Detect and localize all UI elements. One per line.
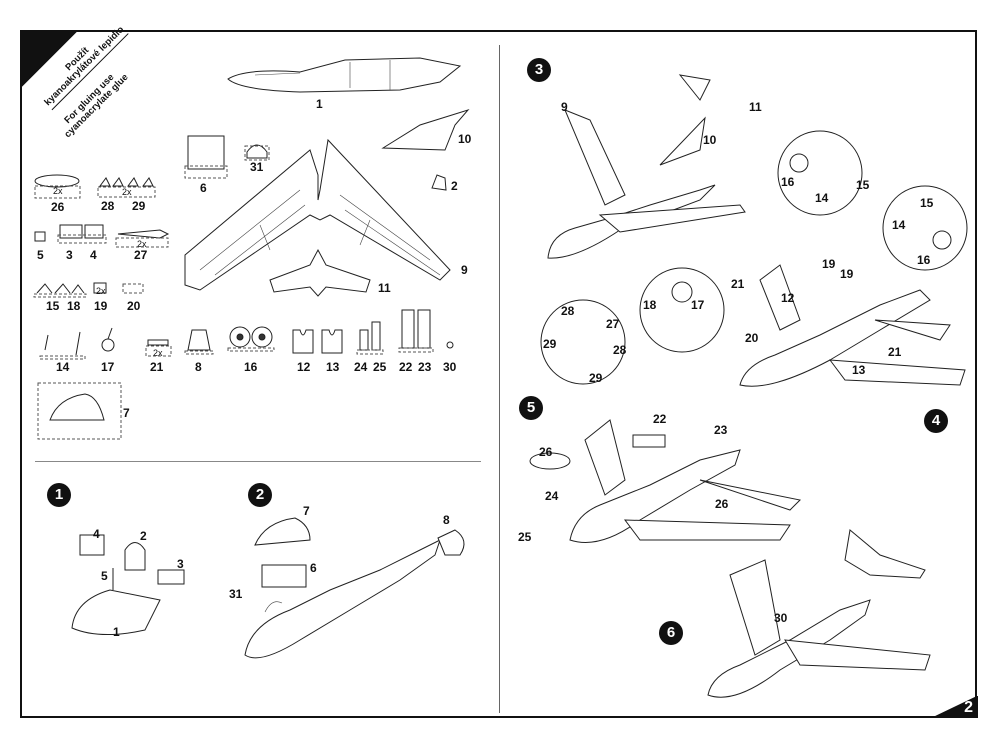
callout-label: 17 xyxy=(691,298,705,312)
part-label-24: 24 xyxy=(354,360,368,374)
part-label-3: 3 xyxy=(66,248,73,262)
callout-label: 24 xyxy=(545,489,559,503)
glue-note-corner xyxy=(20,30,79,89)
callout-label: 19 xyxy=(840,267,854,281)
callout-label: 21 xyxy=(731,277,745,291)
part-label-20: 20 xyxy=(127,299,141,313)
callout-label: 21 xyxy=(888,345,902,359)
part-label-2: 2 xyxy=(451,179,458,193)
part-label-8: 8 xyxy=(195,360,202,374)
part-label-16: 16 xyxy=(244,360,258,374)
callout-label: 22 xyxy=(653,412,667,426)
callout-label: 7 xyxy=(303,504,310,518)
callout-label: 30 xyxy=(774,611,788,625)
section-divider xyxy=(35,461,481,462)
callout-label: 6 xyxy=(310,561,317,575)
callout-label: 18 xyxy=(643,298,657,312)
callout-label: 15 xyxy=(856,178,870,192)
callout-label: 4 xyxy=(93,527,100,541)
callout-label: 31 xyxy=(229,587,243,601)
part-label-17: 17 xyxy=(101,360,115,374)
callout-label: 2 xyxy=(140,529,147,543)
step-marker-6: 6 xyxy=(659,621,683,645)
callout-label: 8 xyxy=(443,513,450,527)
column-divider xyxy=(499,45,500,713)
qty-19: 2x xyxy=(96,286,106,296)
callout-label: 29 xyxy=(543,337,557,351)
callout-label: 15 xyxy=(920,196,934,210)
callout-label: 13 xyxy=(852,363,866,377)
qty-28-29: 2x xyxy=(122,187,132,197)
callout-label: 26 xyxy=(715,497,729,511)
part-label-11: 11 xyxy=(378,281,391,295)
part-label-27: 27 xyxy=(134,248,148,262)
callout-label: 27 xyxy=(606,317,620,331)
callout-label: 26 xyxy=(539,445,553,459)
page-number-corner xyxy=(932,696,978,718)
qty-26: 2x xyxy=(53,186,63,196)
part-label-22: 22 xyxy=(399,360,413,374)
part-label-10: 10 xyxy=(458,132,472,146)
part-label-19: 19 xyxy=(94,299,108,313)
part-label-18: 18 xyxy=(67,299,81,313)
callout-label: 19 xyxy=(822,257,836,271)
part-label-26: 26 xyxy=(51,200,65,214)
part-label-15: 15 xyxy=(46,299,60,313)
part-label-4: 4 xyxy=(90,248,97,262)
callout-label: 10 xyxy=(703,133,717,147)
callout-label: 25 xyxy=(518,530,532,544)
part-label-29: 29 xyxy=(132,199,146,213)
qty-27: 2x xyxy=(137,239,147,249)
callout-label: 16 xyxy=(781,175,795,189)
page-frame xyxy=(20,30,977,718)
callout-label: 12 xyxy=(781,291,795,305)
qty-21: 2x xyxy=(153,348,163,358)
part-label-23: 23 xyxy=(418,360,432,374)
part-label-9: 9 xyxy=(461,263,468,277)
callout-label: 5 xyxy=(101,569,108,583)
callout-label: 23 xyxy=(714,423,728,437)
part-label-21: 21 xyxy=(150,360,164,374)
callout-label: 1 xyxy=(113,625,120,639)
page-number: 2 xyxy=(964,699,973,716)
step-marker-5: 5 xyxy=(519,396,543,420)
step-marker-1: 1 xyxy=(47,483,71,507)
part-label-1: 1 xyxy=(316,97,323,111)
callout-label: 14 xyxy=(815,191,829,205)
callout-label: 11 xyxy=(749,100,762,114)
callout-label: 16 xyxy=(917,253,931,267)
callout-label: 29 xyxy=(589,371,603,385)
part-label-28: 28 xyxy=(101,199,115,213)
step-marker-2: 2 xyxy=(248,483,272,507)
callout-label: 3 xyxy=(177,557,184,571)
part-label-5: 5 xyxy=(37,248,44,262)
part-label-30: 30 xyxy=(443,360,457,374)
part-label-7: 7 xyxy=(123,406,130,420)
part-label-25: 25 xyxy=(373,360,387,374)
callout-label: 20 xyxy=(745,331,759,345)
step-marker-4: 4 xyxy=(924,409,948,433)
part-label-13: 13 xyxy=(326,360,340,374)
part-label-6: 6 xyxy=(200,181,207,195)
callout-label: 14 xyxy=(892,218,906,232)
step-marker-3: 3 xyxy=(527,58,551,82)
callout-label: 28 xyxy=(561,304,575,318)
callout-label: 9 xyxy=(561,100,568,114)
part-label-14: 14 xyxy=(56,360,70,374)
part-label-31: 31 xyxy=(250,160,264,174)
part-label-12: 12 xyxy=(297,360,311,374)
callout-label: 28 xyxy=(613,343,627,357)
